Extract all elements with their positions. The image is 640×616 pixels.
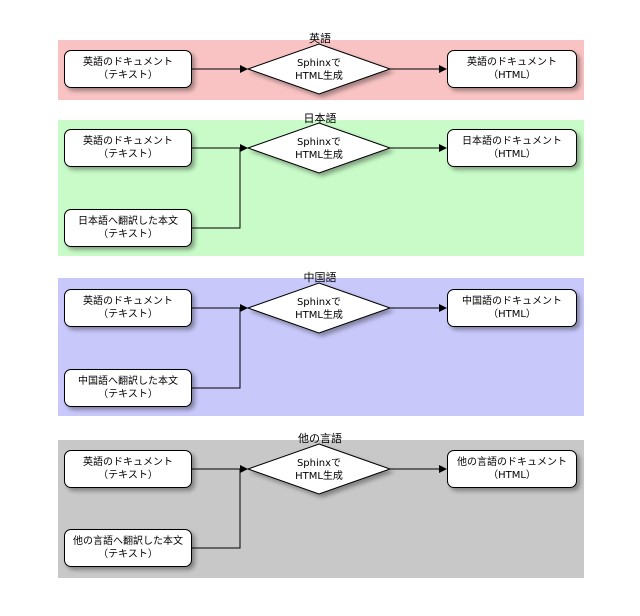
output-node-english: 英語のドキュメント （HTML） (447, 50, 577, 88)
translation-node-japanese: 日本語へ翻訳した本文 （テキスト） (64, 209, 192, 247)
source-node-line2: （テキスト） (98, 309, 158, 320)
connector-translation-2 (192, 148, 241, 229)
source-node-line2: （テキスト） (98, 70, 158, 81)
process-label-line1: Sphinxで (296, 137, 342, 148)
output-node-line2: （HTML） (488, 470, 536, 481)
process-label-line1: Sphinxで (296, 297, 342, 308)
process-label-line1: Sphinxで (296, 458, 342, 469)
source-node-line1: 英語のドキュメント (83, 57, 173, 68)
process-label-line2: HTML生成 (295, 71, 343, 82)
process-label-chinese: Sphinxで HTML生成 (249, 296, 389, 322)
translation-node-line1: 日本語へ翻訳した本文 (78, 216, 178, 227)
process-diamond-4 (246, 443, 392, 495)
process-label-line2: HTML生成 (295, 471, 343, 482)
translation-node-line2: （テキスト） (98, 389, 158, 400)
source-node-line2: （テキスト） (98, 470, 158, 481)
translation-node-line1: 他の言語へ翻訳した本文 (73, 536, 183, 547)
output-node-line2: （HTML） (488, 309, 536, 320)
source-node-english: 英語のドキュメント （テキスト） (64, 50, 192, 88)
output-node-other: 他の言語のドキュメント （HTML） (447, 450, 577, 488)
output-node-line2: （HTML） (488, 149, 536, 160)
connector-translation-4 (192, 469, 241, 549)
process-diamond-3 (246, 282, 392, 334)
source-node-line1: 英語のドキュメント (83, 296, 173, 307)
process-label-line1: Sphinxで (296, 58, 342, 69)
process-label-line2: HTML生成 (295, 310, 343, 321)
band-title-japanese: 日本語 (303, 112, 337, 125)
connector-translation-3 (192, 308, 241, 389)
source-node-japanese: 英語のドキュメント （テキスト） (64, 129, 192, 167)
band-title-english: 英語 (309, 32, 331, 45)
output-node-chinese: 中国語のドキュメント （HTML） (447, 289, 577, 327)
source-node-line1: 英語のドキュメント (83, 136, 173, 147)
band-title-other: 他の言語 (298, 432, 342, 445)
source-node-line2: （テキスト） (98, 149, 158, 160)
output-node-line1: 日本語のドキュメント (462, 136, 562, 147)
output-node-line1: 他の言語のドキュメント (457, 457, 567, 468)
source-node-other: 英語のドキュメント （テキスト） (64, 450, 192, 488)
band-title-chinese: 中国語 (303, 271, 337, 284)
process-label-japanese: Sphinxで HTML生成 (249, 136, 389, 162)
source-node-line1: 英語のドキュメント (83, 457, 173, 468)
translation-node-line2: （テキスト） (98, 549, 158, 560)
output-node-line1: 英語のドキュメント (467, 57, 557, 68)
translation-node-line2: （テキスト） (98, 229, 158, 240)
process-label-other: Sphinxで HTML生成 (249, 457, 389, 483)
translation-node-line1: 中国語へ翻訳した本文 (78, 376, 178, 387)
translation-node-other: 他の言語へ翻訳した本文 （テキスト） (64, 529, 192, 567)
output-node-line2: （HTML） (488, 70, 536, 81)
process-label-line2: HTML生成 (295, 150, 343, 161)
translation-node-chinese: 中国語へ翻訳した本文 （テキスト） (64, 369, 192, 407)
process-diamond-2 (246, 122, 392, 174)
source-node-chinese: 英語のドキュメント （テキスト） (64, 289, 192, 327)
process-label-english: Sphinxで HTML生成 (249, 57, 389, 83)
output-node-line1: 中国語のドキュメント (462, 296, 562, 307)
output-node-japanese: 日本語のドキュメント （HTML） (447, 129, 577, 167)
process-diamond-1 (246, 43, 392, 95)
